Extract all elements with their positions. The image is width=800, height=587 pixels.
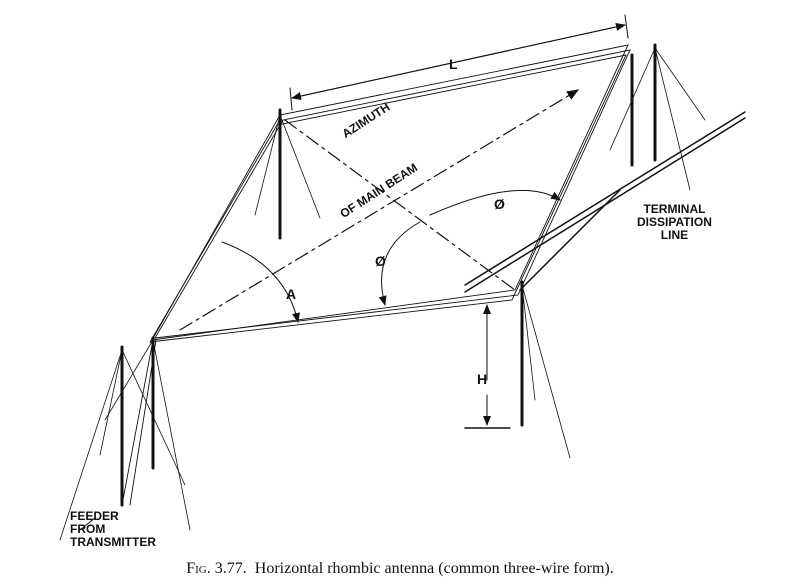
length-dimension [289,14,629,111]
terminal-dissipation-line [464,111,746,293]
terminal-line3: LINE [660,228,689,242]
label-length: L [449,56,458,72]
caption-text: Horizontal rhombic antenna (common three… [254,560,614,577]
angle-arcs [221,189,561,323]
antenna-wires [121,44,631,506]
terminal-line1: TERMINAL [643,202,706,216]
feeder-line1: FEEDER [70,509,119,523]
label-terminal-dissipation-line: TERMINAL DISSIPATION LINE [637,203,712,242]
diagonals [179,89,580,331]
figure-caption: Fig. 3.77. Horizontal rhombic antenna (c… [0,560,800,578]
feeder-line2: FROM [70,522,106,536]
label-height: H [477,371,488,387]
label-feeder: FEEDER FROM TRANSMITTER [70,510,156,549]
feeder-line3: TRANSMITTER [70,535,156,549]
terminal-line2: DISSIPATION [637,215,712,229]
label-phi-lower: Ø [375,253,386,269]
caption-number: Fig. 3.77. [186,560,247,577]
label-phi-upper: Ø [494,196,505,212]
height-dimension [464,304,511,429]
label-angle-a: A [286,286,297,302]
